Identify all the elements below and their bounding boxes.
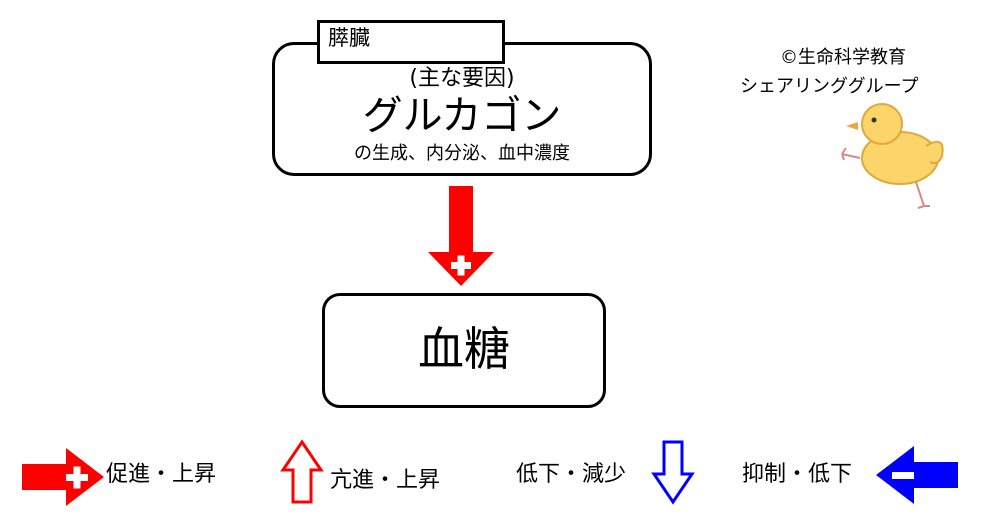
- legend-3-arrow-shape: [651, 440, 695, 505]
- legend-1-arrow-shape: [22, 448, 104, 506]
- legend-4-minus-bar: [892, 472, 914, 479]
- red-filled-plus-arrow-icon: [22, 448, 104, 506]
- legend-enhance-label: 亢進・上昇: [330, 468, 441, 493]
- blue-outline-down-arrow-icon: [651, 440, 695, 505]
- legend-decrease-label: 低下・減少: [516, 462, 627, 487]
- pancreas-tab: 膵臓: [317, 20, 505, 64]
- blood-glucose-title: 血糖: [418, 322, 510, 376]
- connector-arrow-shape: [428, 186, 494, 286]
- glucagon-title: グルカゴン: [362, 93, 562, 139]
- glucagon-subtitle: (主な要因): [409, 66, 515, 91]
- red-outline-up-arrow-icon: [280, 439, 324, 504]
- chick-illustration-icon: [841, 103, 944, 209]
- legend-promote-label: 促進・上昇: [106, 462, 217, 487]
- blue-filled-minus-arrow-icon: [876, 446, 958, 504]
- blood-glucose-box: [322, 293, 606, 408]
- plus-vertical-bar: [457, 255, 465, 276]
- legend-2-arrow-shape: [280, 439, 324, 504]
- credit-line-2: シェアリンググループ: [740, 76, 919, 97]
- pancreas-label: 膵臓: [328, 26, 370, 50]
- glucagon-caption: の生成、内分泌、血中濃度: [354, 143, 570, 164]
- credit-line-1: ©生命科学教育: [780, 47, 906, 68]
- legend-1-plus-vertical: [73, 466, 81, 489]
- legend-4-arrow-shape: [876, 446, 958, 504]
- legend-inhibit-label: 抑制・低下: [742, 462, 853, 487]
- connector-arrow: [428, 186, 494, 286]
